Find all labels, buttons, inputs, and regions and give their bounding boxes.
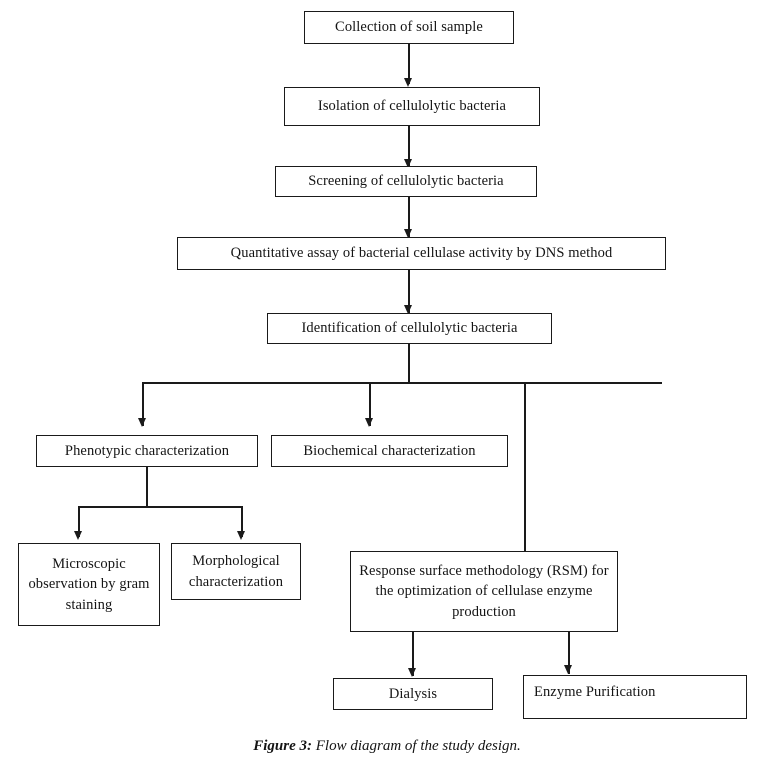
- connector-bus-to-phenotypic: [142, 382, 144, 426]
- connector-n2-n3: [408, 126, 410, 167]
- node-label: Dialysis: [388, 685, 438, 702]
- arrowhead-n1-n2: [404, 78, 412, 87]
- node-isolation-of-cellulolytic-bacteria: Isolation of cellulolytic bacteria: [284, 87, 540, 126]
- arrowhead-n3-n4: [404, 229, 412, 238]
- connector-rsm-to-dialysis: [412, 632, 414, 676]
- arrowhead-bus-to-phenotypic: [138, 418, 146, 427]
- connector-bus-to-biochemical: [369, 382, 371, 426]
- node-dialysis: Dialysis: [333, 678, 493, 710]
- node-enzyme-purification: Enzyme Purification: [523, 675, 747, 719]
- node-quantitative-assay-dns-method: Quantitative assay of bacterial cellulas…: [177, 237, 666, 270]
- figure-caption: Figure 3: Flow diagram of the study desi…: [0, 738, 774, 755]
- node-label: Response surface methodology (RSM) for t…: [359, 562, 609, 620]
- node-label: Morphological characterization: [188, 552, 284, 590]
- node-phenotypic-characterization: Phenotypic characterization: [36, 435, 258, 467]
- node-screening-of-cellulolytic-bacteria: Screening of cellulolytic bacteria: [275, 166, 537, 197]
- node-microscopic-observation-gram-staining: Microscopic observation by gram staining: [18, 543, 160, 626]
- arrowhead-n2-n3: [404, 159, 412, 168]
- node-label: Microscopic observation by gram staining: [28, 555, 150, 613]
- connector-n5-bus-stem: [408, 344, 410, 384]
- connector-n4-n5: [408, 270, 410, 314]
- node-label: Enzyme Purification: [534, 684, 656, 700]
- connector-phenotypic-bus-stem: [146, 467, 148, 508]
- arrowhead-rsm-to-enzyme-purification: [564, 665, 572, 674]
- node-biochemical-characterization: Biochemical characterization: [271, 435, 508, 467]
- node-label: Quantitative assay of bacterial cellulas…: [230, 245, 613, 262]
- node-label: Screening of cellulolytic bacteria: [308, 173, 504, 190]
- connector-bus-to-rsm: [524, 382, 526, 552]
- node-label: Collection of soil sample: [335, 19, 483, 36]
- node-label: Isolation of cellulolytic bacteria: [317, 98, 507, 115]
- node-identification-of-cellulolytic-bacteria: Identification of cellulolytic bacteria: [267, 313, 552, 344]
- node-morphological-characterization: Morphological characterization: [171, 543, 301, 600]
- arrowhead-bus-to-microscopic: [74, 531, 82, 540]
- connector-rsm-to-enzyme-purification: [568, 632, 570, 674]
- node-label: Identification of cellulolytic bacteria: [301, 320, 518, 337]
- node-label: Phenotypic characterization: [64, 442, 230, 459]
- connector-bus-to-morphological: [241, 506, 243, 537]
- figure-caption-text: Flow diagram of the study design.: [315, 738, 521, 754]
- node-collection-of-soil-sample: Collection of soil sample: [304, 11, 514, 44]
- connector-phenotypic-split-bus: [78, 506, 243, 508]
- figure-caption-label: Figure 3:: [253, 738, 312, 754]
- node-label: Biochemical characterization: [303, 442, 476, 459]
- connector-split-bus: [142, 382, 662, 384]
- connector-n1-n2: [408, 44, 410, 84]
- arrowhead-rsm-to-dialysis: [408, 668, 416, 677]
- node-response-surface-methodology-rsm: Response surface methodology (RSM) for t…: [350, 551, 618, 632]
- arrowhead-bus-to-biochemical: [365, 418, 373, 427]
- connector-bus-to-microscopic: [78, 506, 80, 537]
- arrowhead-bus-to-morphological: [237, 531, 245, 540]
- connector-n3-n4: [408, 197, 410, 238]
- arrowhead-n4-n5: [404, 305, 412, 314]
